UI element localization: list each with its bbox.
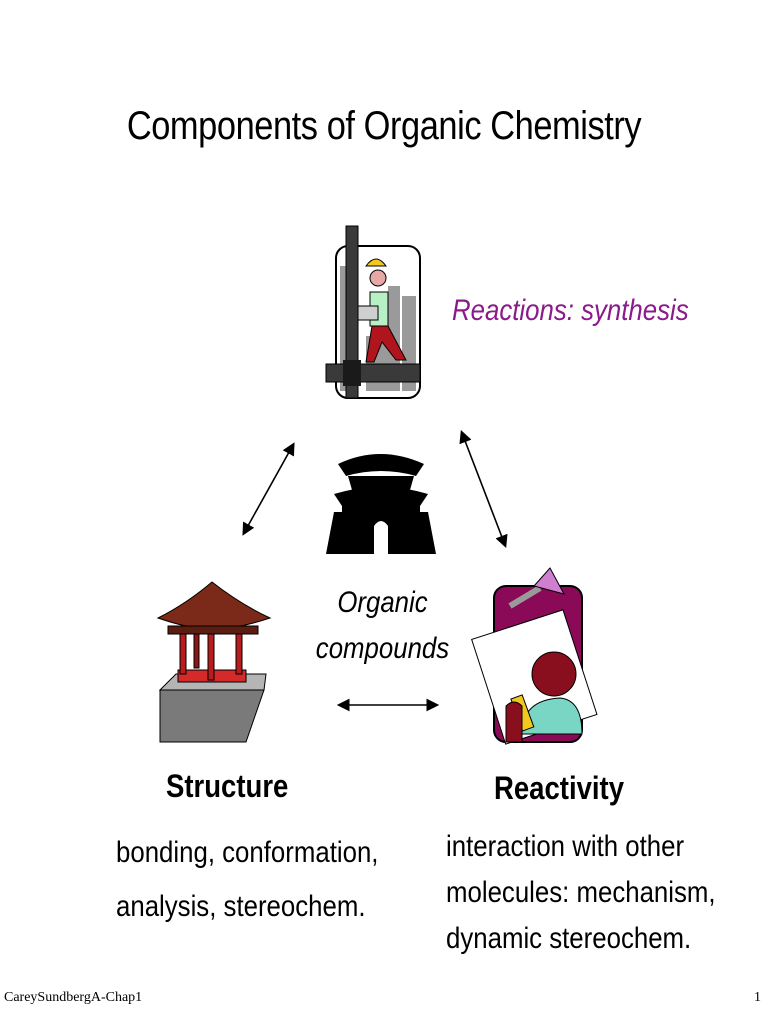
pavilion-icon xyxy=(156,581,272,743)
reactivity-heading: Reactivity xyxy=(494,770,625,806)
organic-compounds-line1: Organic xyxy=(337,586,428,619)
reactivity-line3: dynamic stereochem. xyxy=(446,922,692,955)
lamp-reading-icon xyxy=(471,567,598,745)
reactions-synthesis-label: Reactions: synthesis xyxy=(452,294,689,327)
organic-compounds-label: Organic compounds xyxy=(312,580,454,672)
organic-compounds-line2: compounds xyxy=(315,632,450,665)
structure-heading: Structure xyxy=(166,768,289,804)
structure-line2: analysis, stereochem. xyxy=(116,890,366,923)
reactivity-line1: interaction with other xyxy=(446,830,685,863)
construction-worker-icon xyxy=(325,225,421,399)
reactivity-line2: molecules: mechanism, xyxy=(446,876,716,909)
page-number: 1 xyxy=(754,990,761,1005)
structure-line1: bonding, conformation, xyxy=(116,836,379,869)
footer-left: CareySundbergA-Chap1 xyxy=(4,990,143,1005)
reactivity-description: interaction with other molecules: mechan… xyxy=(446,824,716,962)
structure-description: bonding, conformation, analysis, stereoc… xyxy=(116,826,378,934)
castle-gate-icon xyxy=(326,454,436,554)
page-title: Components of Organic Chemistry xyxy=(126,104,642,148)
